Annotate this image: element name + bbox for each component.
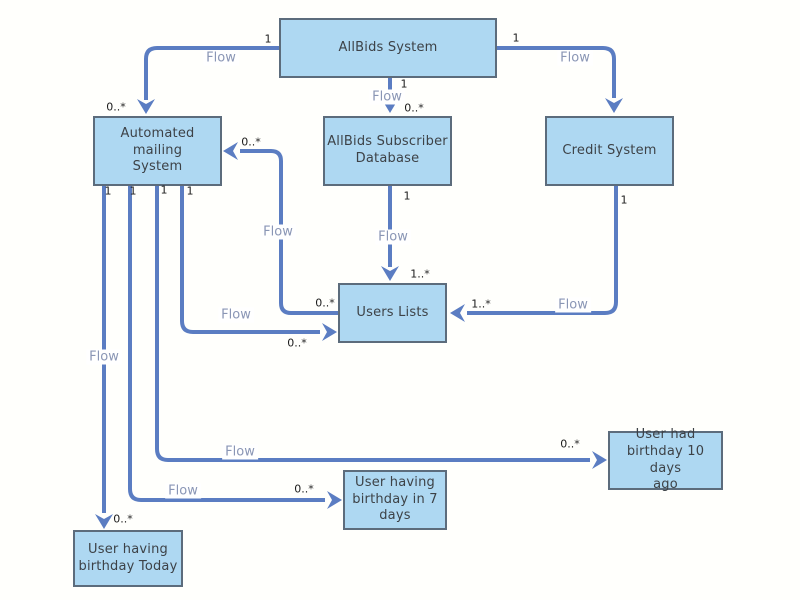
- node-users-lists: Users Lists: [338, 283, 447, 343]
- arrowhead-mailing-to-10daysago: [592, 451, 607, 469]
- arrowhead-database-to-userslists: [381, 266, 399, 281]
- node-allbids-system: AllBids System: [279, 18, 497, 78]
- node-credit-system: Credit System: [545, 116, 674, 186]
- node-user-having-birthday-today: User having birthday Today: [73, 530, 183, 587]
- arrowhead-mailing-to-userslists: [322, 323, 337, 341]
- arrowhead-userslists-to-mailing: [223, 142, 238, 160]
- node-user-had-birthday-10-days-ago: User had birthday 10 days ago: [608, 427, 723, 492]
- node-user-having-birthday-in-7-days: User having birthday in 7 days: [343, 470, 447, 530]
- edge-allbids-to-mailing: [144, 46, 279, 100]
- arrowhead-credit-to-userslists: [450, 304, 465, 322]
- arrowhead-allbids-to-mailing: [137, 99, 155, 114]
- arrowhead-mailing-to-7days: [327, 491, 342, 509]
- edge-mailing-to-7days: [128, 186, 325, 502]
- node-automated-mailing-system: Automated mailing System: [93, 116, 222, 186]
- arrowhead-mailing-to-today: [95, 514, 113, 529]
- arrowhead-allbids-to-database: [381, 98, 399, 113]
- edge-allbids-to-credit: [497, 46, 616, 98]
- node-allbids-subscriber-database: AllBids Subscriber Database: [323, 116, 452, 186]
- edge-mailing-to-10daysago: [155, 186, 590, 462]
- arrowhead-allbids-to-credit: [605, 98, 623, 113]
- edge-credit-to-userslists: [467, 186, 618, 315]
- edge-mailing-to-userslists: [180, 186, 320, 334]
